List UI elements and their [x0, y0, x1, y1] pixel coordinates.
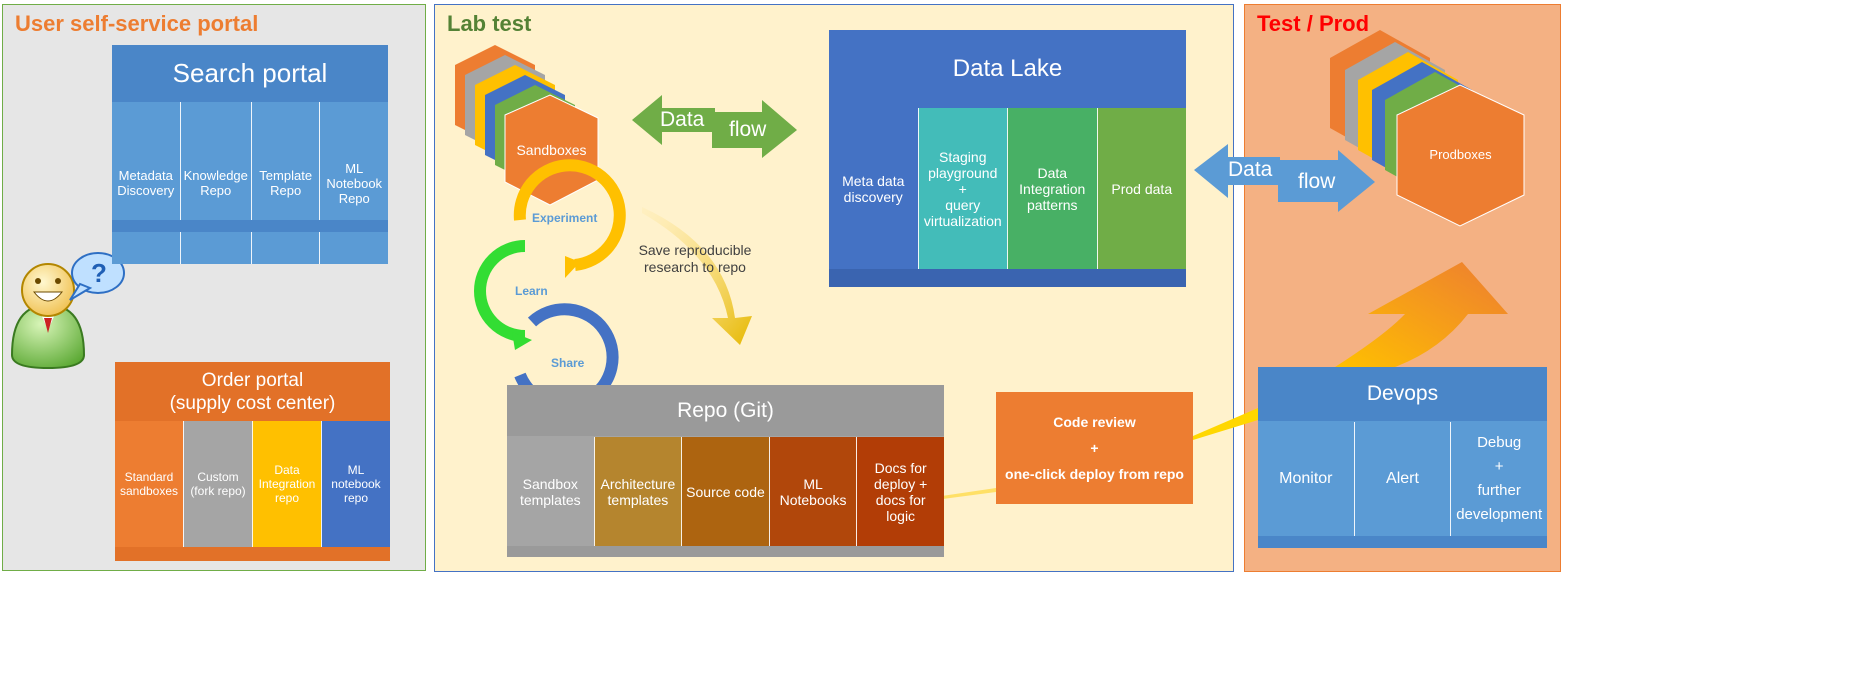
- devops-item-alert[interactable]: Alert: [1353, 422, 1451, 536]
- sandboxes-stack: [455, 45, 599, 206]
- devops-footer: [1258, 536, 1547, 548]
- devops-item-debug[interactable]: Debug + further development: [1450, 422, 1548, 536]
- order-portal-footer: [115, 547, 390, 561]
- search-item-knowledge-repo[interactable]: Knowledge Repo: [179, 102, 251, 264]
- order-portal: Order portal (supply cost center) Standa…: [115, 362, 390, 561]
- code-review-line2: +: [1090, 440, 1099, 456]
- search-portal: Search portal Metadata Discovery Knowled…: [112, 45, 389, 264]
- repo-item-ml-notebooks[interactable]: ML Notebooks: [768, 437, 857, 546]
- lab-data-label: Data: [660, 108, 705, 131]
- devops-item-monitor[interactable]: Monitor: [1258, 422, 1354, 536]
- code-review-box[interactable]: Code review + one-click deploy from repo: [996, 392, 1193, 504]
- lab-flow-label: flow: [729, 118, 767, 141]
- order-portal-title: Order portal (supply cost center): [115, 362, 390, 421]
- prod-data-label: Data: [1228, 158, 1273, 181]
- learn-label: Learn: [515, 284, 548, 298]
- devops: Devops Monitor Alert Debug + further dev…: [1258, 367, 1548, 548]
- search-portal-footer: [112, 220, 388, 232]
- prodboxes-label: Prodboxes: [1429, 147, 1492, 162]
- lake-item-meta-data-discovery[interactable]: Meta data discovery: [829, 108, 918, 269]
- user-portal-title: User self-service portal: [15, 11, 259, 36]
- order-item-custom-fork-repo[interactable]: Custom (fork repo): [183, 421, 252, 547]
- search-portal-title: Search portal: [112, 45, 388, 102]
- lake-item-staging-playground[interactable]: Staging playground + query virtualizatio…: [917, 108, 1007, 269]
- lab-test-title: Lab test: [447, 11, 532, 36]
- order-item-standard-sandboxes[interactable]: Standard sandboxes: [115, 421, 183, 547]
- code-review-line3: one-click deploy from repo: [1005, 466, 1184, 482]
- repo-footer: [507, 546, 944, 557]
- experiment-label: Experiment: [532, 211, 598, 225]
- lab-data-flow-arrow: [632, 95, 797, 158]
- devops-title: Devops: [1258, 367, 1547, 421]
- save-to-repo-arrow: [642, 207, 752, 345]
- search-item-metadata-discovery[interactable]: Metadata Discovery: [112, 102, 180, 264]
- repo-title: Repo (Git): [507, 385, 944, 436]
- code-review-line1: Code review: [1053, 414, 1136, 430]
- deploy-to-prod-arrow: [1335, 262, 1508, 367]
- search-item-template-repo[interactable]: Template Repo: [250, 102, 320, 264]
- repo-item-source-code[interactable]: Source code: [681, 437, 769, 546]
- sandboxes-label: Sandboxes: [516, 142, 587, 158]
- user-avatar: [10, 263, 86, 370]
- data-lake: Data Lake Meta data discovery Staging pl…: [829, 30, 1186, 287]
- docs-to-review-connector: [935, 488, 996, 500]
- share-label: Share: [551, 356, 585, 370]
- repo-item-docs[interactable]: Docs for deploy + docs for logic: [856, 437, 944, 546]
- repo-git: Repo (Git) Sandbox templates Architectur…: [507, 385, 944, 557]
- question-mark-icon: ?: [91, 258, 107, 288]
- repo-item-sandbox-templates[interactable]: Sandbox templates: [507, 437, 594, 546]
- experiment-ring: [513, 159, 626, 278]
- prodboxes-stack: [1330, 30, 1525, 227]
- repo-item-architecture-templates[interactable]: Architecture templates: [593, 437, 682, 546]
- test-prod-title: Test / Prod: [1257, 11, 1370, 36]
- prod-data-flow-arrow: [1194, 144, 1375, 212]
- prod-flow-label: flow: [1298, 170, 1336, 193]
- review-to-devops-connector: [1193, 408, 1258, 440]
- order-item-ml-notebook-repo[interactable]: ML notebook repo: [321, 421, 390, 547]
- save-research-note: Save reproducible research to repo: [638, 242, 752, 275]
- question-bubble: [69, 252, 125, 301]
- lake-item-data-integration-patterns[interactable]: Data Integration patterns: [1007, 108, 1097, 269]
- lake-item-prod-data[interactable]: Prod data: [1096, 108, 1186, 269]
- data-lake-footer: [829, 269, 1186, 287]
- learn-ring: [474, 240, 532, 350]
- order-item-data-integration-repo[interactable]: Data Integration repo: [252, 421, 321, 547]
- data-lake-title: Data Lake: [829, 30, 1186, 107]
- search-item-ml-notebook-repo[interactable]: ML Notebook Repo: [319, 102, 389, 264]
